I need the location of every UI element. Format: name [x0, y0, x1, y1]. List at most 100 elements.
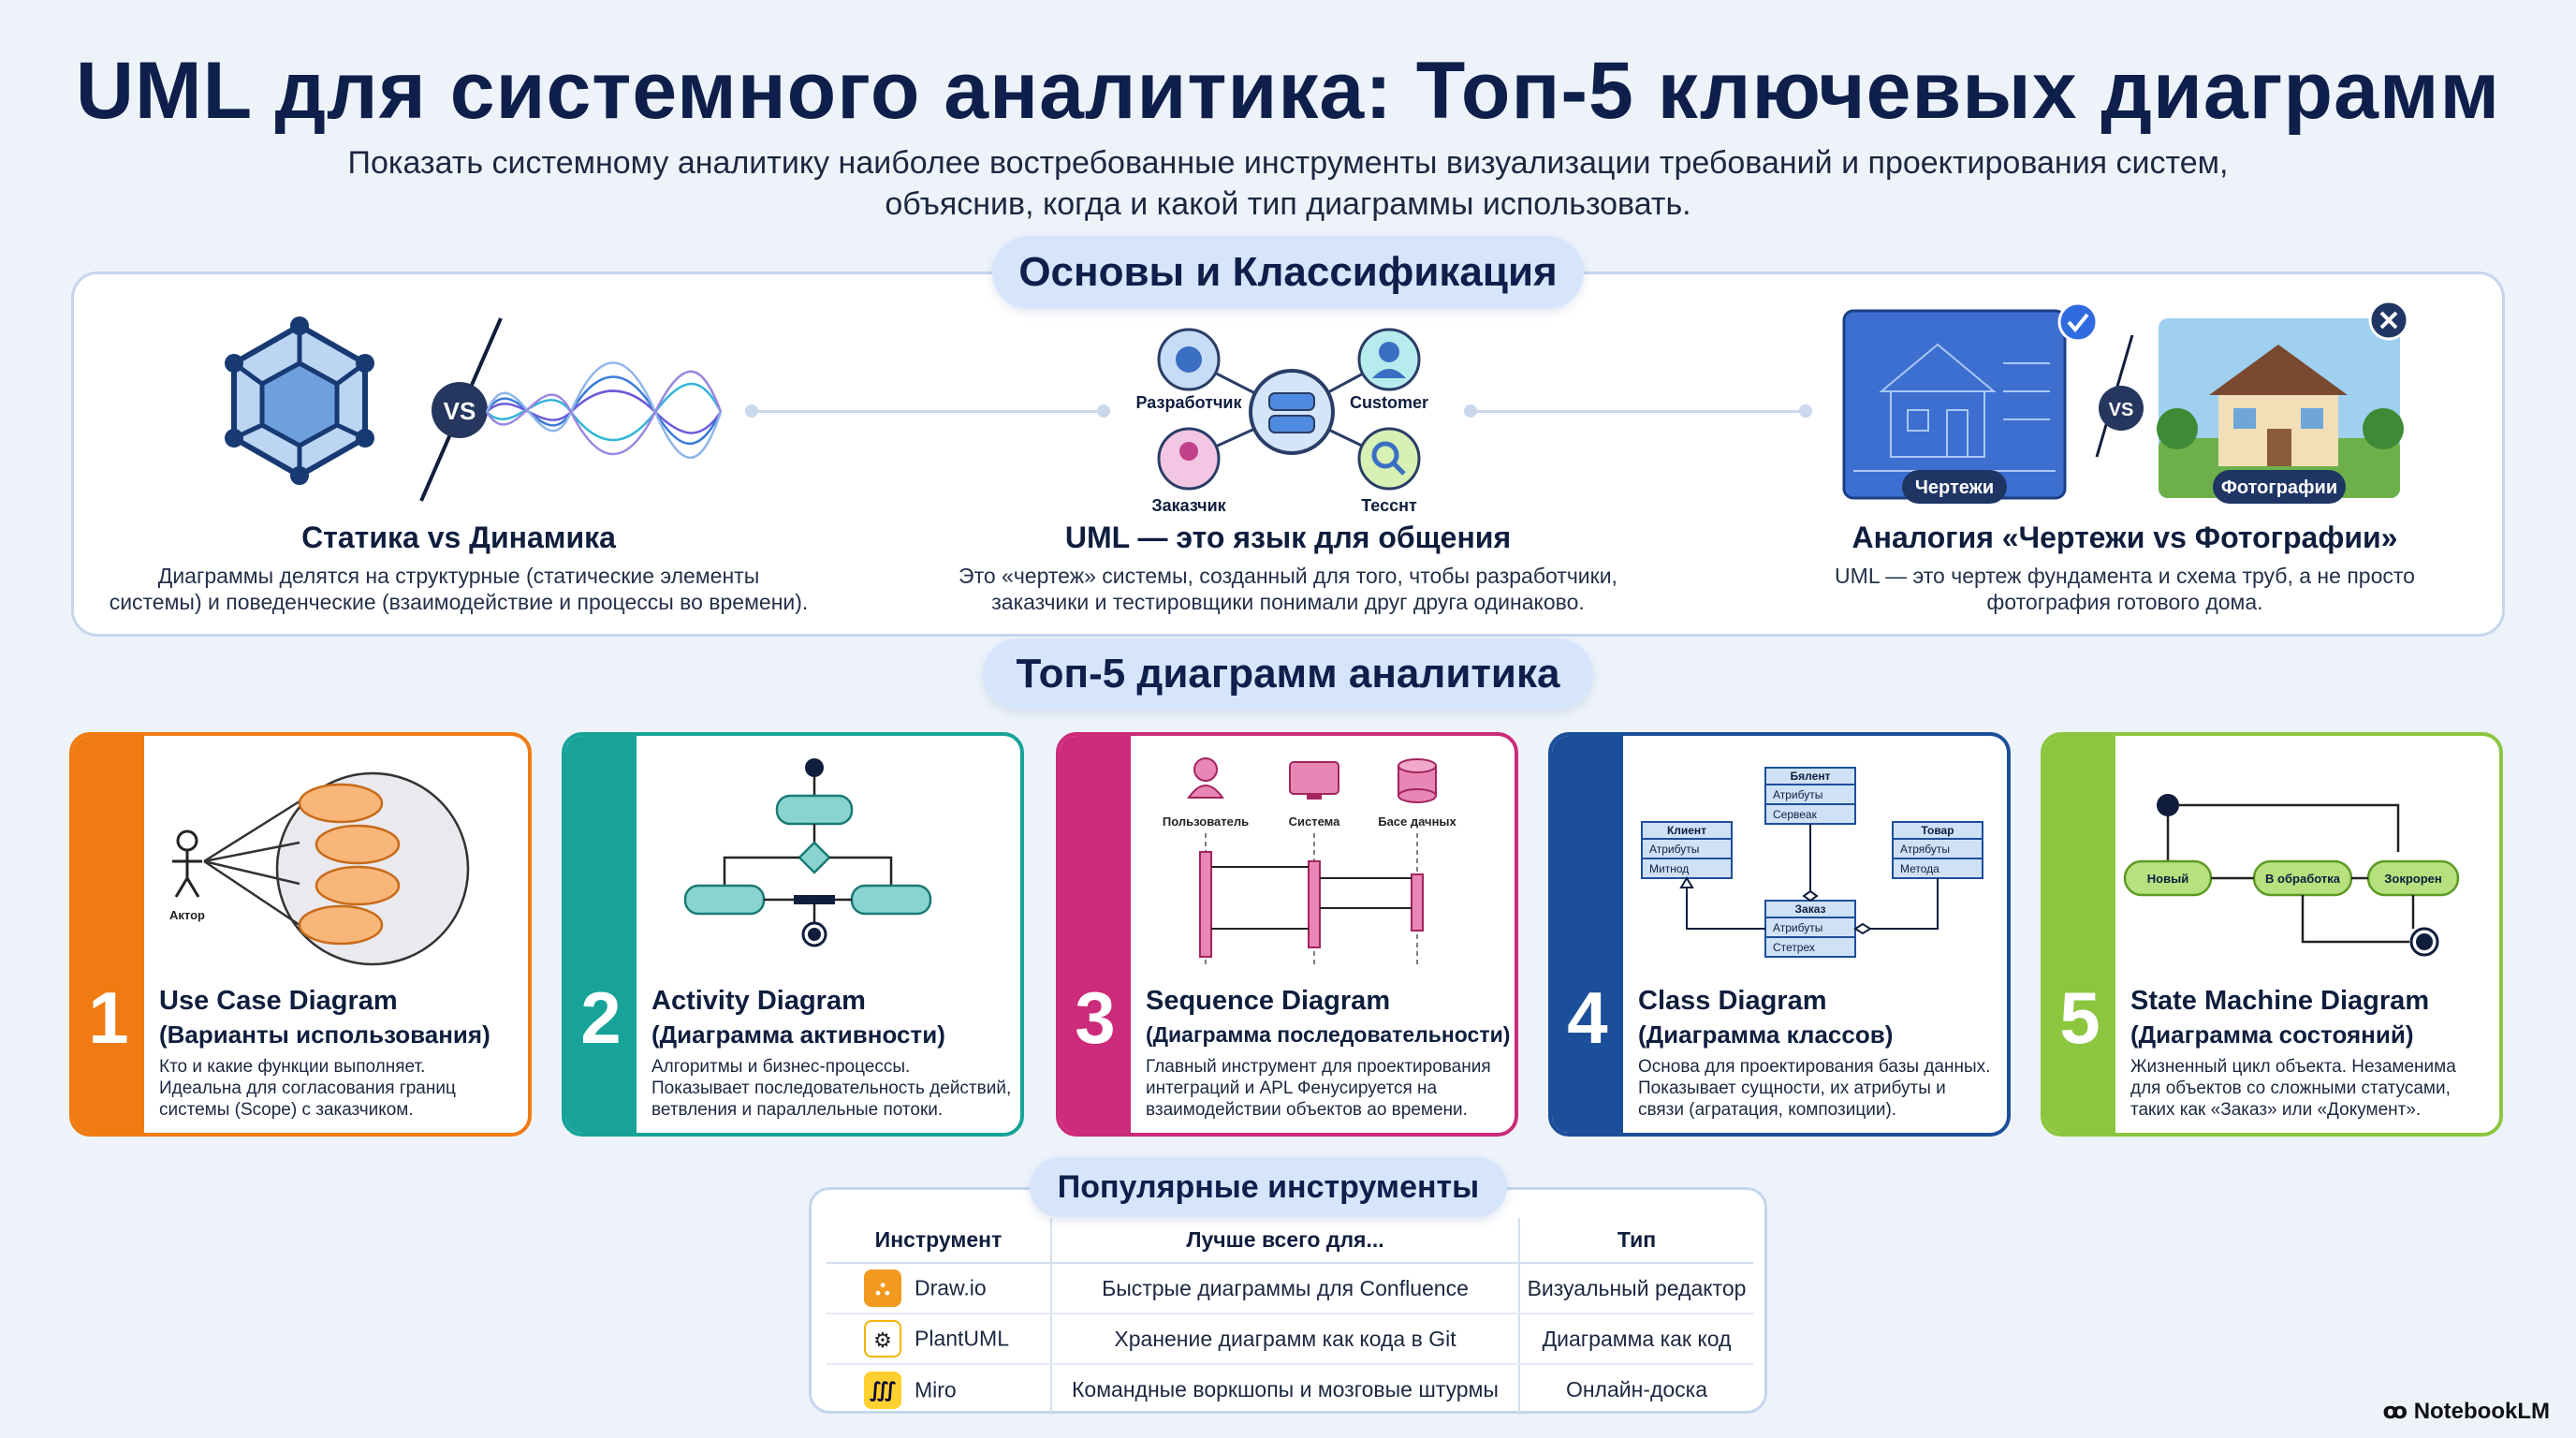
join-bar: [794, 895, 835, 904]
card-stripe: [73, 736, 144, 1133]
class-name: Заказ: [1795, 902, 1826, 916]
card-stripe: [565, 736, 637, 1133]
tools-heading: Популярные инструменты: [1030, 1157, 1507, 1217]
connector-line: [758, 410, 1105, 413]
table-cell: Командные воркшопы и мозговые штурмы: [1050, 1364, 1519, 1415]
class-method: Сервеак: [1773, 808, 1818, 821]
class-attribute: Атрябуты: [1900, 843, 1950, 856]
basics-item-title: Аналогия «Чертежи vs Фотографии»: [1852, 521, 2398, 554]
table-cell: Хранение диаграмм как кода в Git: [1050, 1313, 1519, 1365]
class-name: Бялент: [1791, 770, 1831, 783]
class-method: Стетрех: [1773, 941, 1815, 954]
state-machine-diagram: Новый В обработка Зокрорен: [2123, 794, 2460, 957]
class-box: Клиент Атрибуты Митнод: [1641, 821, 1733, 879]
basics-item-text-line: системы) и поведенческие (взаимодействие…: [109, 590, 809, 614]
tool-name: Draw.io: [915, 1275, 987, 1300]
basics-item-text-line: фотография готового дома.: [1986, 590, 2263, 614]
column-header: Инструмент: [827, 1218, 1051, 1264]
lifeline-label-system: Система: [1289, 814, 1340, 829]
role-label-developer: Разработчик: [1136, 393, 1243, 412]
state-label: Зокрорен: [2384, 872, 2442, 886]
decision-node: [798, 841, 831, 874]
card-description-line: Кто и какие функции выполняет.: [159, 1057, 426, 1077]
uml-communication-illustration: Разработчик Customer Заказчик Тесснт: [1136, 328, 1428, 515]
basics-item-text: Это «чертеж» системы, созданный для того…: [908, 563, 1668, 615]
class-attribute: Атрибуты: [1773, 921, 1822, 934]
class-method: Метода: [1900, 862, 1939, 875]
card-use-case: 1 Актор Use Case Diagram (Варианты испол…: [69, 732, 532, 1137]
card-description-line: системы (Scope) с заказчиком.: [159, 1100, 414, 1120]
blueprint-icon: Чертежи: [1842, 301, 2099, 504]
tool-name: PlantUML: [915, 1326, 1009, 1351]
column-header: Тип: [1518, 1218, 1753, 1264]
drawio-icon: ⛬: [864, 1269, 901, 1307]
vs-badge-text: VS: [2109, 400, 2134, 420]
card-description-line: связи (агратация, композиции).: [1638, 1100, 1897, 1120]
role-label-client: Заказчик: [1151, 496, 1226, 515]
card-description: Жизненный цикл объекта. Незаменима для о…: [2130, 1056, 2497, 1121]
role-label-customer: Customer: [1350, 393, 1428, 412]
connector-line: [1477, 410, 1805, 413]
blueprint-label: Чертежи: [1915, 477, 1994, 498]
card-stripe: [1060, 736, 1131, 1133]
table-row: ∭Miro Командные воркшопы и мозговые штур…: [827, 1364, 1753, 1415]
card-subtitle: (Диаграмма последовательности): [1146, 1022, 1511, 1047]
photo-label: Фотографии: [2221, 477, 2337, 498]
card-number: 1: [88, 976, 129, 1059]
tool-name-cell: ⛬ Draw.io: [827, 1263, 1051, 1314]
action-node: [775, 794, 854, 826]
tools-panel: Инструмент Лучше всего для... Тип ⛬ Draw.…: [809, 1187, 1767, 1415]
page-title: UML для системного аналитика: Топ-5 ключ…: [75, 46, 2501, 136]
connector-dot: [1097, 404, 1110, 418]
state-label: Новый: [2147, 872, 2188, 886]
actor-label: Актор: [169, 908, 205, 922]
uml-hub-icon: [1249, 369, 1335, 455]
state-label: В обработка: [2265, 872, 2341, 886]
tools-table: Инструмент Лучше всего для... Тип ⛬ Draw.…: [827, 1218, 1753, 1415]
static-vs-dynamic-illustration: VS: [225, 316, 723, 502]
start-node: [805, 758, 824, 777]
brand-label: NotebookLM: [2413, 1399, 2550, 1424]
card-class: 4 Бялент Атрибуты Сервеак Клиент Атрибут…: [1548, 732, 2011, 1137]
role-label-tester: Тесснт: [1361, 496, 1417, 515]
cube-icon: [225, 316, 374, 485]
card-state-machine: 5 Новый В обработка Зокрорен State Machi…: [2041, 732, 2503, 1137]
magnifier-icon: [1357, 427, 1421, 491]
subtitle-line-2: объяснив, когда и какой тип диаграммы ис…: [885, 186, 1691, 222]
card-description-line: Алгоритмы и бизнес-процессы.: [651, 1057, 911, 1077]
class-method: Митнод: [1649, 862, 1689, 875]
card-title: Class Diagram: [1638, 986, 1827, 1016]
card-title: Sequence Diagram: [1146, 986, 1391, 1016]
card-title: Use Case Diagram: [159, 986, 398, 1016]
card-activity: 2 Activity Diagram (Диаграмма активности…: [562, 732, 1024, 1137]
lifeline-label-user: Пользователь: [1163, 814, 1249, 829]
class-box: Заказ Атрибуты Стетрех: [1764, 900, 1856, 958]
column-header: Лучше всего для...: [1050, 1218, 1519, 1264]
basics-item-text: UML — это чертеж фундамента и схема труб…: [1760, 563, 2490, 615]
vs-badge: [2099, 386, 2144, 431]
card-subtitle: (Диаграмма классов): [1638, 1020, 1894, 1049]
card-description-line: Идеальна для согласования границ: [159, 1078, 456, 1098]
table-cell: Визуальный редактор: [1518, 1263, 1753, 1314]
card-description-line: Основа для проектирования базы данных.: [1638, 1057, 1991, 1077]
actor-icon: [176, 829, 198, 852]
card-number: 3: [1075, 976, 1116, 1059]
basics-item-analogy: Аналогия «Чертежи vs Фотографии» UML — э…: [1760, 521, 2490, 615]
basics-item-title: UML — это язык для общения: [1064, 521, 1512, 554]
basics-item-text-line: UML — это чертеж фундамента и схема труб…: [1835, 564, 2415, 588]
database-icon: [1398, 758, 1437, 803]
card-description-line: Главный инструмент для проектирования: [1146, 1057, 1491, 1077]
tool-name-cell: ⚙PlantUML: [827, 1313, 1051, 1365]
table-row: ⚙PlantUML Хранение диаграмм как кода в G…: [827, 1313, 1753, 1365]
tool-name: Miro: [915, 1377, 957, 1401]
lifeline-label-database: Басе дачных: [1378, 814, 1456, 829]
class-box: Товар Атрябуты Метода: [1892, 821, 1983, 879]
card-subtitle: (Диаграмма состояний): [2130, 1020, 2414, 1049]
end-node: [801, 921, 827, 947]
table-cell: Диаграмма как код: [1518, 1313, 1753, 1365]
basics-item-text-line: заказчики и тестировщики понимали друг д…: [991, 590, 1585, 614]
wave-icon: [485, 361, 723, 459]
card-title: Activity Diagram: [651, 986, 866, 1016]
card-description-line: для объектов со сложными статусами,: [2130, 1078, 2451, 1098]
table-header-row: Инструмент Лучше всего для... Тип: [827, 1218, 1753, 1264]
